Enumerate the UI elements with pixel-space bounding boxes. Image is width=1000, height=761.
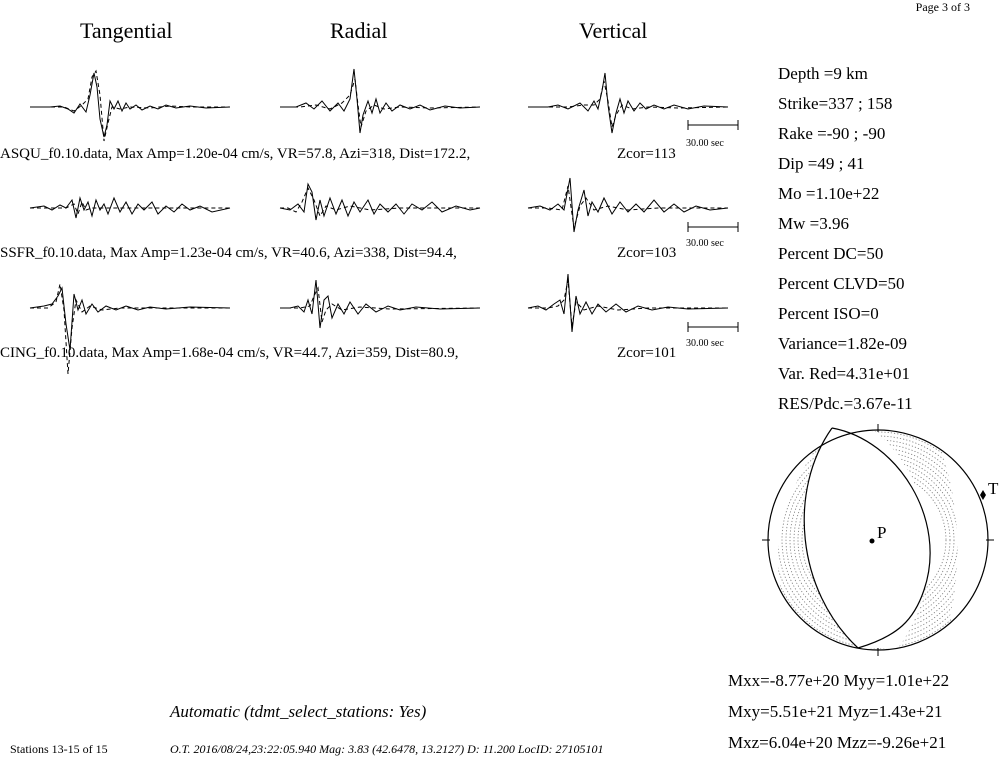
column-header-tangential: Tangential [80,18,173,43]
focal-mechanism-beachball [762,424,994,656]
moment-tensor-row2: Mxy=5.51e+21 Myz=1.43e+21 [728,702,943,721]
station-info-cing: CING_f0.10.data, Max Amp=1.68e-04 cm/s, … [0,345,459,361]
time-scale-label-row3: 30.00 sec [686,338,724,349]
column-header-radial: Radial [330,18,388,43]
param-percent-iso: Percent ISO=0 [778,304,879,323]
moment-tensor-row1: Mxx=-8.77e+20 Myy=1.01e+22 [728,671,950,690]
param-res-pdc: RES/Pdc.=3.67e-11 [778,394,913,413]
waveform-asqu-tangential [30,69,231,142]
zcor-asqu: Zcor=113 [617,146,676,162]
time-scale-bar-row3 [687,322,739,332]
time-scale-bar-row1 [687,120,739,130]
column-header-vertical: Vertical [579,18,648,43]
param-dip: Dip =49 ; 41 [778,154,865,173]
zcor-ssfr: Zcor=103 [617,245,677,261]
automatic-selection-note: Automatic (tdmt_select_stations: Yes) [170,702,427,721]
param-rake: Rake =-90 ; -90 [778,124,886,143]
waveform-ssfr-radial [279,182,481,221]
page-number: Page 3 of 3 [915,0,970,14]
param-strike: Strike=337 ; 158 [778,94,893,113]
waveform-asqu-vertical [528,72,729,134]
zcor-cing: Zcor=101 [617,345,677,361]
origin-info: O.T. 2016/08/24,23:22:05.940 Mag: 3.83 (… [170,742,604,756]
waveform-cing-vertical [527,273,729,333]
time-scale-bar-row2 [687,222,739,232]
p-axis-marker [869,538,875,544]
time-scale-label-row2: 30.00 sec [686,238,724,249]
t-axis-marker [980,490,986,500]
param-percent-dc: Percent DC=50 [778,244,884,263]
waveform-ssfr-vertical [527,177,729,233]
time-scale-label-row1: 30.00 sec [686,138,724,149]
t-axis-label: T [988,479,999,498]
param-mo: Mo =1.10e+22 [778,184,880,203]
stations-range: Stations 13-15 of 15 [10,742,108,756]
param-var-red: Var. Red=4.31e+01 [778,364,911,383]
p-axis-label: P [877,523,887,542]
param-mw: Mw =3.96 [778,214,849,233]
station-info-asqu: ASQU_f0.10.data, Max Amp=1.20e-04 cm/s, … [0,146,471,162]
moment-tensor-row3: Mxz=6.04e+20 Mzz=-9.26e+21 [728,733,947,752]
waveform-cing-radial [280,279,481,329]
waveform-cing-tangential [29,283,231,375]
param-variance: Variance=1.82e-09 [778,334,908,353]
station-info-ssfr: SSFR_f0.10.data, Max Amp=1.23e-04 cm/s, … [0,245,457,261]
param-depth: Depth =9 km [778,64,868,83]
waveform-asqu-radial [280,68,481,134]
waveform-ssfr-tangential [29,196,231,219]
param-percent-clvd: Percent CLVD=50 [778,274,905,293]
